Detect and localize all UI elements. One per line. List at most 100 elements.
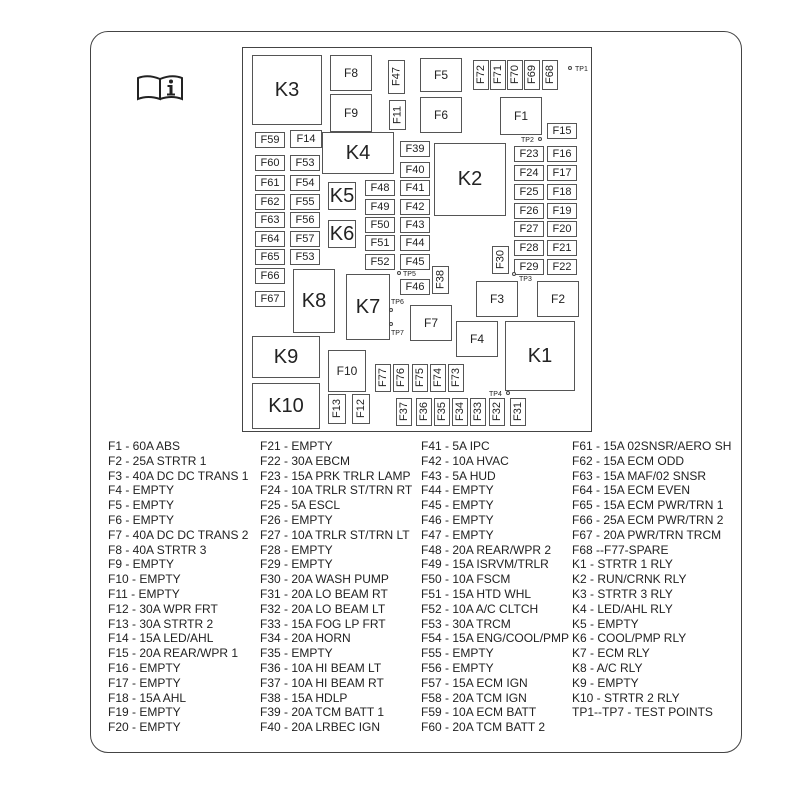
fuse-f76: F76 — [393, 364, 409, 392]
label-frame — [90, 31, 742, 753]
legend-entry: F30 - 20A WASH PUMP — [260, 572, 389, 587]
fuse-f16: F16 — [547, 146, 577, 162]
legend-entry: F52 - 10A A/C CLTCH — [421, 601, 539, 616]
legend-entry: F55 - EMPTY — [421, 646, 494, 661]
fuse-f74: F74 — [430, 364, 446, 392]
legend-entry: F35 - EMPTY — [260, 646, 333, 661]
fuse-f67: F67 — [255, 291, 285, 307]
legend-entry: F29 - EMPTY — [260, 557, 333, 572]
legend-entry: F24 - 10A TRLR ST/TRN RT — [260, 483, 413, 498]
test-point-tp6-label: TP6 — [391, 299, 404, 306]
legend-entry: F42 - 10A HVAC — [421, 453, 509, 468]
fuse-f11: F11 — [389, 100, 406, 130]
fuse-f17: F17 — [547, 165, 577, 181]
test-point-tp5 — [397, 271, 401, 275]
fuse-f5: F5 — [420, 58, 462, 92]
relay-k4: K4 — [322, 132, 394, 174]
legend-entry: F62 - 15A ECM ODD — [572, 453, 685, 468]
legend-entry: F58 - 20A TCM IGN — [421, 690, 527, 705]
test-point-tp2-label: TP2 — [521, 137, 534, 144]
legend-entry: F43 - 5A HUD — [421, 468, 496, 483]
legend-entry: F41 - 5A IPC — [421, 439, 490, 453]
legend-entry: F38 - 15A HDLP — [260, 690, 348, 705]
legend-entry: F67 - 20A PWR/TRN TRCM — [572, 527, 722, 542]
fuse-f72: F72 — [473, 60, 489, 90]
legend-entry: F56 - EMPTY — [421, 660, 494, 675]
legend-entry: F14 - 15A LED/AHL — [108, 631, 214, 646]
fuse-block-diagram — [242, 47, 592, 432]
legend-entry: F12 - 30A WPR FRT — [108, 601, 218, 616]
legend-entry: F51 - 15A HTD WHL — [421, 586, 532, 601]
fuse-f51: F51 — [365, 235, 395, 251]
legend-entry: F8 - 40A STRTR 3 — [108, 542, 207, 557]
fuse-f43: F43 — [400, 217, 430, 233]
fuse-f66: F66 — [255, 268, 285, 284]
fuse-f39: F39 — [400, 141, 430, 157]
fuse-f27: F27 — [514, 221, 544, 237]
legend-entry: F57 - 15A ECM IGN — [421, 675, 528, 690]
legend-entry: K3 - STRTR 3 RLY — [572, 586, 673, 601]
legend-entry: F46 - EMPTY — [421, 512, 494, 527]
legend-entry: K8 - A/C RLY — [572, 660, 643, 675]
fuse-f29: F29 — [514, 259, 544, 275]
fuse-f50: F50 — [365, 217, 395, 233]
legend-entry: TP1--TP7 - TEST POINTS — [572, 705, 713, 720]
legend-entry: K6 - COOL/PMP RLY — [572, 631, 687, 646]
test-point-tp5-label: TP5 — [403, 271, 416, 278]
legend-entry: F48 - 20A REAR/WPR 2 — [421, 542, 552, 557]
legend-entry: F61 - 15A 02SNSR/AERO SH — [572, 439, 732, 453]
test-point-tp1 — [568, 66, 572, 70]
fuse-f19: F19 — [547, 203, 577, 219]
legend-entry: F16 - EMPTY — [108, 660, 181, 675]
relay-k6: K6 — [328, 220, 356, 248]
fuse-f20: F20 — [547, 221, 577, 237]
fuse-f28: F28 — [514, 240, 544, 256]
fuse-f70: F70 — [507, 60, 523, 90]
fuse-f77: F77 — [375, 364, 391, 392]
legend-entry: F54 - 15A ENG/COOL/PMP — [421, 631, 570, 646]
fuse-f2: F2 — [537, 281, 579, 317]
fuse-f53b: F53 — [290, 249, 320, 265]
legend-entry: F3 - 40A DC DC TRANS 1 — [108, 468, 249, 483]
legend-entry: F26 - EMPTY — [260, 512, 333, 527]
legend-entry: F49 - 15A ISRVM/TRLR — [421, 557, 549, 572]
relay-k8: K8 — [293, 269, 335, 333]
legend-entry: F17 - EMPTY — [108, 675, 181, 690]
legend-entry: F27 - 10A TRLR ST/TRN LT — [260, 527, 410, 542]
fuse-f61: F61 — [255, 175, 285, 191]
legend-entry: F66 - 25A ECM PWR/TRN 2 — [572, 512, 724, 527]
legend-entry: K9 - EMPTY — [572, 675, 639, 690]
fuse-f56: F56 — [290, 212, 320, 228]
legend-entry: F9 - EMPTY — [108, 557, 175, 572]
fuse-f60: F60 — [255, 155, 285, 171]
test-point-tp6 — [389, 308, 393, 312]
fuse-f62: F62 — [255, 194, 285, 210]
fuse-f3: F3 — [476, 281, 518, 317]
legend-entry: K1 - STRTR 1 RLY — [572, 557, 673, 572]
legend-entry: F1 - 60A ABS — [108, 439, 181, 453]
fuse-f46: F46 — [400, 279, 430, 295]
legend-entry: F65 - 15A ECM PWR/TRN 1 — [572, 498, 724, 513]
legend-entry: F28 - EMPTY — [260, 542, 333, 557]
legend-entry: F13 - 30A STRTR 2 — [108, 616, 214, 631]
legend-entry: F21 - EMPTY — [260, 439, 333, 453]
legend-entry: F25 - 5A ESCL — [260, 498, 341, 513]
test-point-tp3-label: TP3 — [519, 276, 532, 283]
legend-entry: K7 - ECM RLY — [572, 646, 650, 661]
legend-entry: F50 - 10A FSCM — [421, 572, 511, 587]
legend-entry: F19 - EMPTY — [108, 705, 181, 720]
relay-k7: K7 — [346, 274, 390, 340]
legend-entry: F68 --F77-SPARE — [572, 542, 669, 557]
fuse-f7: F7 — [410, 305, 452, 341]
test-point-tp4 — [506, 391, 510, 395]
fuse-f44: F44 — [400, 235, 430, 251]
legend-entry: K2 - RUN/CRNK RLY — [572, 572, 687, 587]
test-point-tp3 — [512, 272, 516, 276]
fuse-f35: F35 — [434, 398, 450, 426]
relay-k3: K3 — [252, 55, 322, 125]
fuse-f71: F71 — [490, 60, 506, 90]
fuse-f30: F30 — [492, 246, 509, 274]
